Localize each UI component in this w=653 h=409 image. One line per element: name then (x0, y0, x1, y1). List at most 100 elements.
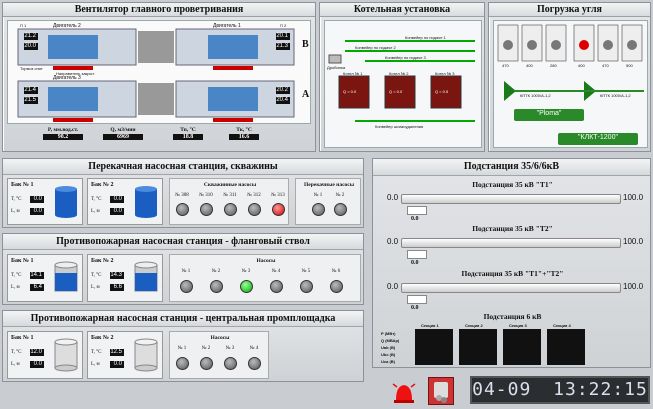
central-pumps-group: Насосы № 1 № 2 № 3 № 4 (169, 331, 269, 379)
boiler-panel: Котельная установка Конвейер по подаче 1… (319, 2, 485, 152)
transfer-pumps-group: Перекачные насосы № 1 № 2 (295, 178, 361, 225)
section-4-grid (547, 329, 585, 365)
fan-schematic (17, 28, 295, 122)
t12-bar (401, 283, 621, 293)
vent-value-4: 21.3 (276, 43, 290, 50)
conveyor-2-label: Конвейер по подаче 2 (355, 45, 396, 50)
station1-title: Перекачная насосная станция, скважины (3, 159, 363, 175)
transfer-pump-1[interactable] (312, 203, 325, 216)
boiler-3-q: Q = 0.5 (435, 89, 449, 94)
ventilation-panel: Вентилятор главного проветривания Двигат… (2, 2, 316, 152)
kv6-title: Подстанция 6 кВ (483, 312, 542, 321)
well-pump-310[interactable] (200, 203, 213, 216)
t2-bar (401, 238, 621, 248)
central-pump-1[interactable] (176, 357, 189, 370)
coal-val-2: 400 (526, 63, 533, 68)
conveyor-3-label: Конвейер по подаче 3 (385, 55, 426, 60)
fire-pumps-group: Насосы № 1 № 2 № 3 № 4 № 5 № 6 (169, 254, 361, 302)
klkt-label: "КЛКТ-1200" (578, 134, 618, 141)
boiler-1-q: Q = 0.0 (343, 89, 357, 94)
substation-panel: Подстанция 35/6/6кВ Подстанция 35 кВ "Т1… (372, 158, 651, 368)
pump-station-wells: Перекачная насосная станция, скважины Ба… (2, 158, 364, 228)
tank-icon (134, 338, 158, 372)
t1-bar (401, 194, 621, 204)
ventilation-title: Вентилятор главного проветривания (3, 3, 315, 17)
lock-keys-button[interactable] (428, 377, 454, 405)
section-2-grid (459, 329, 497, 365)
vent-value-7: 20.2 (276, 87, 290, 94)
vent-value-8: 20.4 (276, 97, 290, 104)
tank-icon (134, 261, 158, 292)
coal-panel: Погрузка угля 470 400 280 400 470 500 КП… (488, 2, 651, 152)
vent-value-1: 21.2 (24, 33, 38, 40)
ktk-label-2: КПТК 1000/А-1,2 (600, 93, 631, 98)
line-label-a: А (302, 89, 310, 100)
ploma-label: "Ploma" (536, 110, 562, 117)
tank-icon (54, 261, 78, 292)
well-pump-311[interactable] (224, 203, 237, 216)
well-pump-313[interactable] (272, 203, 285, 216)
fire-pump-6[interactable] (330, 280, 343, 293)
boiler-2-label: Котел № 2 (389, 71, 409, 76)
engine-label-3: Двигатель 3 (53, 75, 81, 81)
fire-pump-3[interactable] (240, 280, 253, 293)
t1-title: Подстанция 35 кВ "Т1" (472, 180, 553, 189)
fire-pump-1[interactable] (180, 280, 193, 293)
tank-icon (135, 186, 157, 218)
well-pump-312[interactable] (248, 203, 261, 216)
vent-value-6: 21.5 (24, 97, 38, 104)
coal-val-5: 470 (602, 63, 609, 68)
tank-icon (55, 186, 77, 218)
clock-time: 13:22:15 (553, 379, 648, 400)
well-pumps-group: Скважинные насосы № 308 № 310 № 311 № 31… (169, 178, 289, 225)
clock-date: 04-09 (472, 379, 532, 400)
boiler-3-label: Котел № 3 (435, 71, 455, 76)
boiler-schematic (328, 40, 475, 122)
p1-label: П 1 (20, 23, 27, 28)
director-label: Направитель закрыт (56, 71, 95, 76)
clock-display: 04-09 13:22:15 (470, 376, 650, 404)
central-pump-2[interactable] (200, 357, 213, 370)
t2-title: Подстанция 35 кВ "Т2" (472, 224, 553, 233)
station3-title: Противопожарная насосная станция - центр… (3, 311, 363, 327)
brake-label: Тормоз снят (20, 66, 43, 71)
conveyor-1-label: Конвейер по подаче 1 (405, 35, 446, 40)
coal-val-1: 470 (502, 63, 509, 68)
central-pump-4[interactable] (248, 357, 261, 370)
fire-pump-4[interactable] (270, 280, 283, 293)
boiler-2-q: Q = 0.0 (389, 89, 403, 94)
fan-diagram: Двигатель 2 Двигатель 1 Двигатель 3 Торм… (7, 20, 311, 124)
readout-1: P, мм.вод.ст.98.2 (43, 127, 83, 140)
transfer-pump-2[interactable] (334, 203, 347, 216)
well-pump-308[interactable] (176, 203, 189, 216)
coal-val-4: 400 (578, 63, 585, 68)
p2-label: П 2 (280, 23, 287, 28)
engine-label-1: Двигатель 1 (213, 23, 241, 29)
boiler-title: Котельная установка (320, 3, 484, 17)
vent-value-3: 20.1 (276, 33, 290, 40)
substation-title: Подстанция 35/6/6кВ (373, 159, 650, 176)
fire-pump-2[interactable] (210, 280, 223, 293)
ktk-label-1: КПТК 1000/А-1,2 (520, 93, 551, 98)
fire-station-flank: Противопожарная насосная станция - фланг… (2, 233, 364, 305)
alarm-icon[interactable] (392, 378, 416, 404)
coal-val-6: 500 (626, 63, 633, 68)
vent-value-5: 21.4 (24, 87, 38, 94)
t12-title: Подстанция 35 кВ "Т1"+"Т2" (461, 269, 564, 278)
central-pump-3[interactable] (224, 357, 237, 370)
conveyor-slag-label: Конвейер шлакоудаления (375, 124, 424, 129)
coal-title: Погрузка угля (489, 3, 650, 17)
boiler-1-label: Котел № 1 (343, 71, 363, 76)
fire-pump-5[interactable] (300, 280, 313, 293)
station2-title: Противопожарная насосная станция - фланг… (3, 234, 363, 250)
fire-station-central: Противопожарная насосная станция - центр… (2, 310, 364, 382)
coal-val-3: 280 (550, 63, 557, 68)
